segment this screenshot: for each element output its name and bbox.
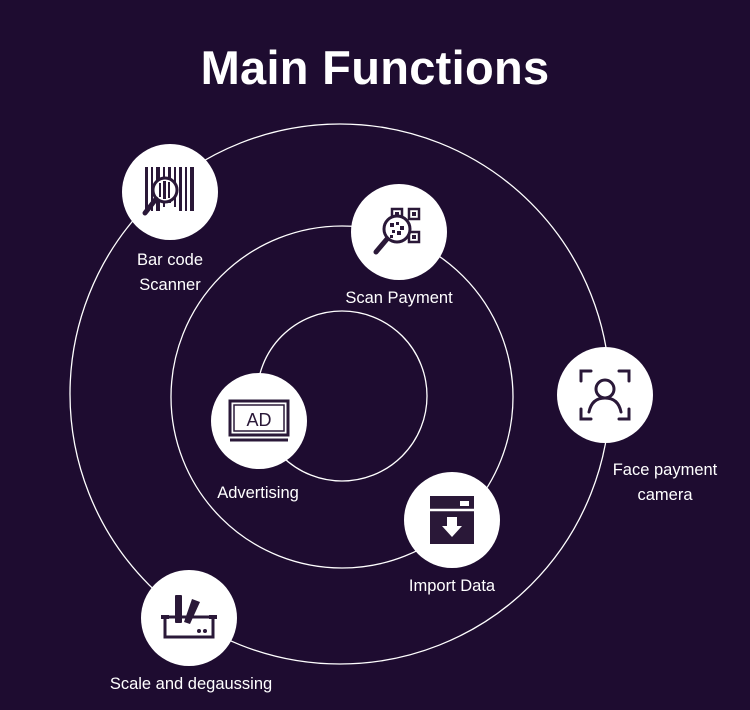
middle-ring (170, 225, 514, 569)
face-payment-node[interactable] (557, 347, 653, 443)
qr-scan-icon (373, 207, 421, 255)
ad-screen-icon: AD (228, 399, 290, 442)
advertising-node[interactable]: AD (211, 373, 307, 469)
page-title: Main Functions (200, 41, 550, 94)
scale-degaussing-node[interactable] (141, 570, 237, 666)
import-data-node[interactable] (404, 472, 500, 568)
scan-payment-node[interactable] (351, 184, 447, 280)
barcode-scanner-label: Bar code Scanner (136, 251, 204, 294)
barcode-scanner-node[interactable] (122, 144, 218, 240)
scan-payment-label: Scan Payment (345, 289, 453, 307)
scale-degaussing-label: Scale and degaussing (109, 675, 273, 693)
import-data-label: Import Data (408, 577, 496, 595)
face-payment-label: Face payment camera (612, 461, 718, 504)
barcode-scanner-icon (142, 167, 194, 216)
svg-text:AD: AD (246, 410, 271, 430)
face-id-icon (579, 369, 631, 421)
import-data-icon (430, 496, 474, 544)
advertising-label: Advertising (217, 484, 299, 502)
scale-degauss-icon (161, 595, 217, 639)
